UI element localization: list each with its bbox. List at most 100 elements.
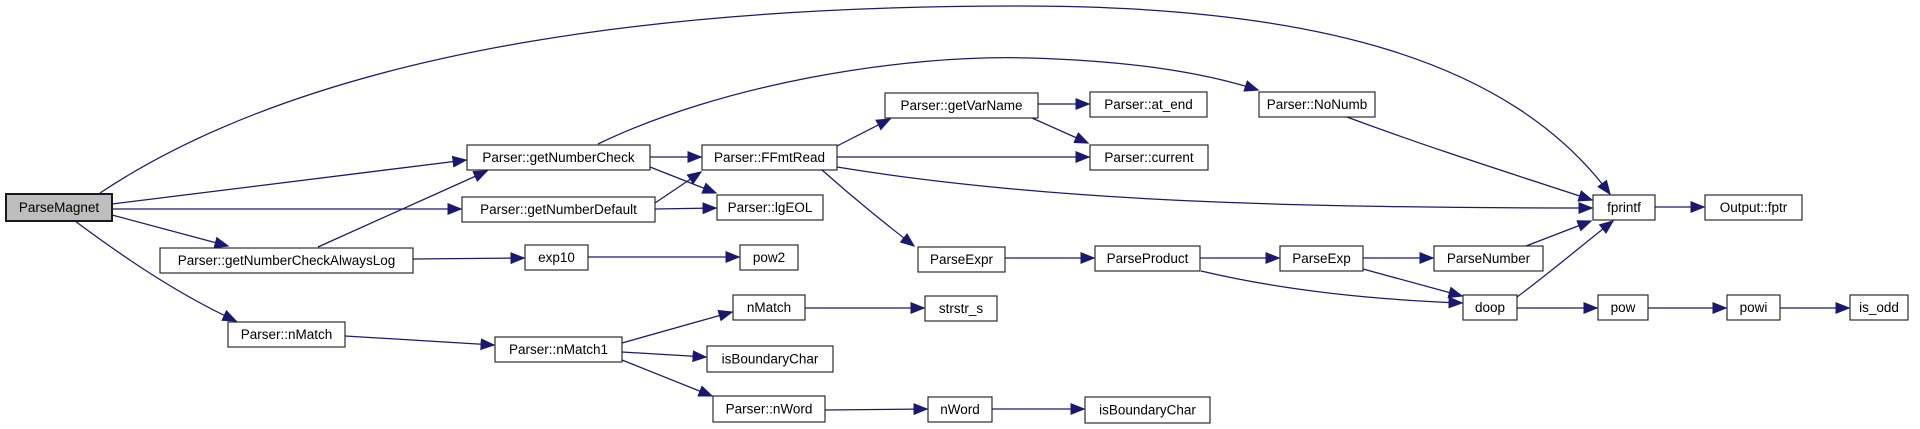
node-box-pow2 xyxy=(739,244,799,271)
node-box-ffmt-read xyxy=(701,144,838,171)
edge-doop-to-fprintf xyxy=(1516,220,1615,298)
edge-ffmt-read-to-get-var-name xyxy=(836,118,892,147)
node-box-is-boundary-char-2 xyxy=(1084,396,1211,424)
node-parse-magnet[interactable]: ParseMagnet xyxy=(5,193,113,222)
edge-get-number-check-to-lg-eol xyxy=(649,166,718,194)
node-parse-exp[interactable]: ParseExp xyxy=(1279,245,1364,272)
node-label-at-end: Parser::at_end xyxy=(1104,97,1193,112)
node-is-boundary-char-1[interactable]: isBoundaryChar xyxy=(706,345,834,373)
node-box-nmatch xyxy=(732,294,806,321)
node-box-get-var-name xyxy=(884,92,1039,119)
node-nword[interactable]: nWord xyxy=(927,396,993,423)
node-get-var-name[interactable]: Parser::getVarName xyxy=(884,92,1039,119)
node-box-get-number-default xyxy=(461,196,656,223)
node-box-powi xyxy=(1726,294,1781,321)
node-box-doop xyxy=(1462,294,1518,321)
edge-parser-nword-to-nword xyxy=(824,403,929,416)
edge-parser-nmatch-to-parser-nmatch1 xyxy=(344,335,496,351)
node-box-at-end xyxy=(1089,91,1208,118)
node-label-ffmt-read: Parser::FFmtRead xyxy=(714,150,825,165)
node-label-pow2: pow2 xyxy=(753,250,785,265)
edge-parser-nmatch1-to-is-boundary-char-1 xyxy=(621,350,708,363)
node-at-end[interactable]: Parser::at_end xyxy=(1089,91,1208,118)
node-no-numb[interactable]: Parser::NoNumb xyxy=(1258,91,1376,118)
node-box-get-number-check-alwayslog xyxy=(159,247,414,274)
node-strstr-s[interactable]: strstr_s xyxy=(924,295,998,322)
node-get-number-check[interactable]: Parser::getNumberCheck xyxy=(466,144,651,171)
node-parser-nword[interactable]: Parser::nWord xyxy=(712,395,826,423)
edge-parse-magnet-to-get-number-check xyxy=(111,155,468,205)
node-fprintf[interactable]: fprintf xyxy=(1592,194,1656,221)
node-label-parse-product: ParseProduct xyxy=(1107,251,1189,266)
node-box-pow xyxy=(1597,294,1649,321)
node-box-is-odd xyxy=(1849,294,1909,321)
edge-parse-magnet-to-get-number-check-alwayslog xyxy=(111,214,230,249)
node-label-get-number-default: Parser::getNumberDefault xyxy=(480,202,637,217)
node-label-parser-nmatch1: Parser::nMatch1 xyxy=(509,342,608,357)
node-nmatch[interactable]: nMatch xyxy=(732,294,806,321)
edge-get-number-check-to-no-numb xyxy=(597,57,1260,145)
node-label-parser-nword: Parser::nWord xyxy=(726,402,813,417)
node-powi[interactable]: powi xyxy=(1726,294,1781,321)
node-label-get-number-check: Parser::getNumberCheck xyxy=(482,150,635,165)
node-parser-nmatch[interactable]: Parser::nMatch xyxy=(227,321,346,348)
node-label-current: Parser::current xyxy=(1104,150,1194,165)
node-label-doop: doop xyxy=(1475,300,1505,315)
node-label-nmatch: nMatch xyxy=(747,300,791,315)
edge-get-number-check-alwayslog-to-exp10 xyxy=(412,252,526,265)
edge-parse-magnet-to-parser-nmatch xyxy=(74,220,238,322)
node-doop[interactable]: doop xyxy=(1462,294,1518,321)
node-parse-expr[interactable]: ParseExpr xyxy=(917,246,1006,273)
node-box-parser-nword xyxy=(712,395,826,423)
node-pow[interactable]: pow xyxy=(1597,294,1649,321)
node-exp10[interactable]: exp10 xyxy=(524,244,589,271)
edge-parse-exp-to-doop xyxy=(1362,268,1464,299)
node-label-powi: powi xyxy=(1740,300,1768,315)
node-box-is-boundary-char-1 xyxy=(706,345,834,373)
edges-layer xyxy=(74,5,1851,416)
node-box-fprintf xyxy=(1592,194,1656,221)
node-box-parse-magnet xyxy=(5,193,113,222)
node-parse-number[interactable]: ParseNumber xyxy=(1433,245,1544,272)
node-lg-eol[interactable]: Parser::lgEOL xyxy=(716,194,824,221)
node-label-exp10: exp10 xyxy=(538,250,575,265)
node-get-number-check-alwayslog[interactable]: Parser::getNumberCheckAlwaysLog xyxy=(159,247,414,274)
node-ffmt-read[interactable]: Parser::FFmtRead xyxy=(701,144,838,171)
node-box-exp10 xyxy=(524,244,589,271)
node-label-strstr-s: strstr_s xyxy=(939,301,984,316)
node-label-fprintf: fprintf xyxy=(1607,200,1641,215)
node-get-number-default[interactable]: Parser::getNumberDefault xyxy=(461,196,656,223)
edge-ffmt-read-to-fprintf xyxy=(836,166,1594,214)
node-label-output-fptr: Output::fptr xyxy=(1720,200,1788,215)
edge-no-numb-to-fprintf xyxy=(1346,116,1594,202)
node-parser-nmatch1[interactable]: Parser::nMatch1 xyxy=(494,336,623,363)
node-box-get-number-check xyxy=(466,144,651,171)
node-label-parse-expr: ParseExpr xyxy=(930,252,994,267)
node-pow2[interactable]: pow2 xyxy=(739,244,799,271)
node-label-no-numb: Parser::NoNumb xyxy=(1267,97,1368,112)
node-is-boundary-char-2[interactable]: isBoundaryChar xyxy=(1084,396,1211,424)
node-box-strstr-s xyxy=(924,295,998,322)
node-output-fptr[interactable]: Output::fptr xyxy=(1704,194,1803,221)
node-box-parser-nmatch xyxy=(227,321,346,348)
node-box-current xyxy=(1089,144,1209,171)
node-label-nword: nWord xyxy=(940,402,980,417)
node-is-odd[interactable]: is_odd xyxy=(1849,294,1909,321)
node-box-no-numb xyxy=(1258,91,1376,118)
node-box-parse-product xyxy=(1094,245,1201,272)
node-label-parse-exp: ParseExp xyxy=(1292,251,1351,266)
node-parse-product[interactable]: ParseProduct xyxy=(1094,245,1201,272)
edge-parse-product-to-doop xyxy=(1200,270,1464,309)
edge-ffmt-read-to-parse-expr xyxy=(821,169,916,247)
edge-get-number-default-to-ffmt-read xyxy=(654,171,703,204)
node-box-parse-number xyxy=(1433,245,1544,272)
edge-get-var-name-to-current xyxy=(1031,117,1090,144)
node-label-get-var-name: Parser::getVarName xyxy=(900,98,1022,113)
node-box-parse-exp xyxy=(1279,245,1364,272)
edge-parser-nmatch1-to-nmatch xyxy=(621,309,734,344)
node-label-is-boundary-char-1: isBoundaryChar xyxy=(722,352,819,367)
node-label-parser-nmatch: Parser::nMatch xyxy=(241,327,333,342)
edge-get-number-check-alwayslog-to-get-number-check xyxy=(317,170,489,248)
node-current[interactable]: Parser::current xyxy=(1089,144,1209,171)
